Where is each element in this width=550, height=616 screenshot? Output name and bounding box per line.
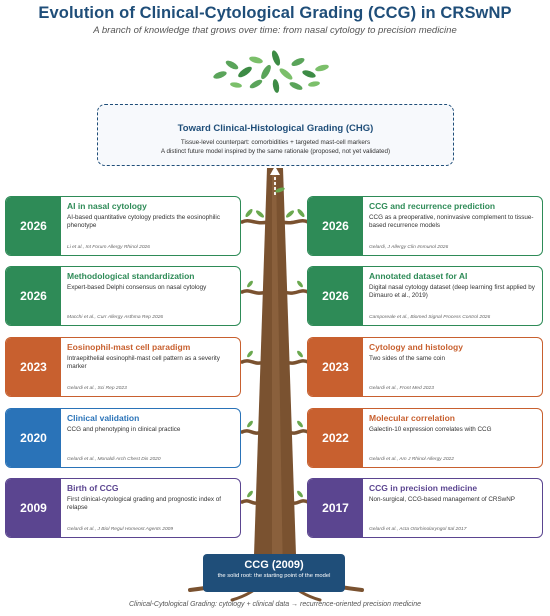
milestone-title: Methodological standardization [67, 271, 195, 281]
milestone-reference: Macchi et al., Curr Allergy Asthma Rep 2… [67, 315, 164, 320]
milestone-description: Digital nasal cytology dataset (deep lea… [369, 284, 535, 300]
year-badge: 2020 [6, 409, 61, 467]
year-badge: 2026 [308, 267, 363, 325]
footer-caption: Clinical-Cytological Grading: cytology +… [129, 601, 421, 608]
root-box: CCG (2009) the solid root: the starting … [203, 554, 345, 592]
milestone-reference: Gelardi et al., Monaldi Arch Chest Dis 2… [67, 457, 161, 462]
year-badge: 2026 [308, 197, 363, 255]
year-badge: 2023 [308, 338, 363, 396]
branch-leaves [245, 187, 305, 498]
milestone-description: AI-based quantitative cytology predicts … [67, 214, 220, 230]
diagram-subtitle: A branch of knowledge that grows over ti… [93, 25, 457, 36]
milestone-description: First clinical-cytological grading and p… [67, 496, 222, 512]
milestone-description: Non-surgical, CCG-based management of CR… [369, 496, 515, 503]
milestone-reference: Camporeale et al., Biomed Signal Process… [369, 315, 491, 320]
milestone-title: Molecular correlation [369, 413, 455, 423]
milestone-reference: Gelardi et al., J Biol Regul Homeost Age… [67, 527, 174, 532]
milestone-title: Eosinophil-mast cell paradigm [67, 342, 191, 352]
milestone-title: CCG and recurrence prediction [369, 201, 496, 211]
diagram-title: Evolution of Clinical-Cytological Gradin… [38, 4, 512, 22]
milestone-reference: Gelardi et al., Am J Rhinol Allergy 2022 [369, 457, 454, 462]
milestone-title: Clinical validation [67, 413, 140, 423]
milestone-card: 2026 AI in nasal cytology AI-based quant… [5, 196, 241, 256]
milestone-description: CCG as a preoperative, noninvasive compl… [369, 214, 534, 230]
milestone-description: CCG and phenotyping in clinical practice [67, 426, 181, 433]
year-badge: 2026 [6, 267, 61, 325]
milestone-card: 2026 CCG and recurrence prediction CCG a… [307, 196, 543, 256]
milestone-title: Birth of CCG [67, 483, 119, 493]
milestone-card: 2022 Molecular correlation Galectin-10 e… [307, 408, 543, 468]
tree-branches [240, 218, 310, 505]
future-chg-box: Toward Clinical-Histological Grading (CH… [97, 104, 454, 166]
milestone-card: 2023 Eosinophil-mast cell paradigm Intra… [5, 337, 241, 397]
year-badge: 2022 [308, 409, 363, 467]
milestone-card: 2020 Clinical validation CCG and phenoty… [5, 408, 241, 468]
milestone-reference: Gelardi et al., Acta Otorhinolaryngol It… [369, 527, 467, 532]
milestone-card: 2026 Annotated dataset for AI Digital na… [307, 266, 543, 326]
milestone-description: Intraepithelial eosinophil-mast cell pat… [67, 355, 220, 371]
milestone-title: CCG in precision medicine [369, 483, 478, 493]
future-title: Toward Clinical-Histological Grading (CH… [177, 123, 374, 134]
year-badge: 2023 [6, 338, 61, 396]
milestone-title: Annotated dataset for AI [369, 271, 468, 281]
milestone-reference: Gelardi et al., Front Med 2023 [369, 386, 434, 391]
milestone-title: Cytology and histology [369, 342, 463, 352]
milestone-card: 2023 Cytology and histology Two sides of… [307, 337, 543, 397]
root-subtitle: the solid root: the starting point of th… [217, 573, 331, 579]
milestone-description: Two sides of the same coin [369, 355, 445, 362]
year-badge: 2017 [308, 479, 363, 537]
crown-leaves [213, 50, 329, 93]
milestone-card: 2017 CCG in precision medicine Non-surgi… [307, 478, 543, 538]
milestone-description: Galectin-10 expression correlates with C… [369, 426, 492, 433]
milestone-description: Expert-based Delphi consensus on nasal c… [67, 284, 207, 291]
milestone-title: AI in nasal cytology [67, 201, 147, 211]
milestone-card: 2026 Methodological standardization Expe… [5, 266, 241, 326]
milestone-card: 2009 Birth of CCG First clinical-cytolog… [5, 478, 241, 538]
milestone-reference: Li et al., Int Forum Allergy Rhinol 2026 [67, 245, 150, 250]
milestone-reference: Gelardi et al., Sci Rep 2023 [67, 386, 127, 391]
milestone-reference: Gelardi, J Allergy Clin Immunol 2026 [369, 245, 449, 250]
root-title: CCG (2009) [244, 559, 304, 571]
future-description: Tissue-level counterpart: comorbidities … [180, 139, 371, 146]
year-badge: 2026 [6, 197, 61, 255]
year-badge: 2009 [6, 479, 61, 537]
future-note: A distinct future model inspired by the … [160, 148, 391, 155]
